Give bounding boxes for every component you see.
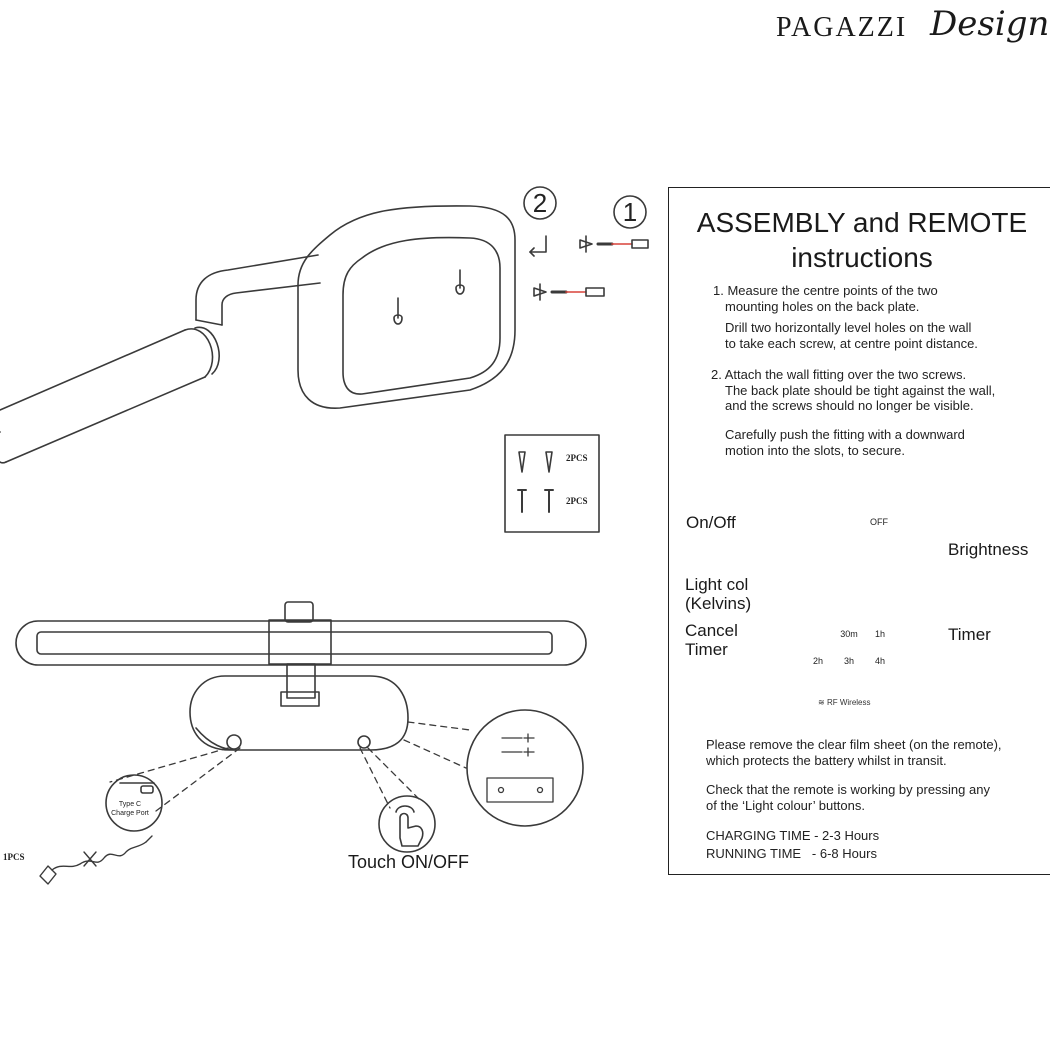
screw-icon: [517, 489, 554, 513]
hardware-qty-screws: 2PCS: [566, 496, 588, 506]
hardware-qty-anchors: 2PCS: [566, 453, 588, 463]
remote-3h-button[interactable]: 3h: [843, 656, 854, 666]
label-light-colour: Light col (Kelvins): [685, 575, 752, 613]
step-1-circle: [613, 195, 647, 229]
brand-logo: PAGAZZI: [776, 12, 908, 43]
step-number-2: 2: [532, 188, 548, 218]
cable-qty-label: 1PCS: [3, 852, 25, 862]
label-timer: Timer: [948, 625, 991, 644]
step-2-text: 2. Attach the wall fitting over the two …: [711, 367, 996, 413]
label-on-off: On/Off: [686, 513, 736, 532]
touch-button-magnifier: [378, 795, 436, 853]
label-brightness: Brightness: [948, 540, 1029, 559]
remote-2h-button[interactable]: 2h: [812, 656, 823, 666]
note-remote-check: Check that the remote is working by pres…: [706, 782, 990, 813]
touch-on-off-label: Touch ON/OFF: [348, 852, 470, 872]
remote-1h-button[interactable]: 1h: [874, 629, 885, 639]
remote-4h-button[interactable]: 4h: [874, 656, 885, 666]
usb-cable-icon: [39, 835, 153, 885]
type-c-label: Type C Charge Port: [111, 801, 149, 817]
wall-anchor-icon: [518, 451, 553, 473]
step-number-1: 1: [622, 197, 638, 227]
step-1-detail: Drill two horizontally level holes on th…: [725, 320, 978, 351]
wifi-icon: ≋: [818, 698, 827, 707]
remote-30m-button[interactable]: 30m: [840, 629, 858, 639]
step-2-detail: Carefully push the fitting with a downwa…: [725, 427, 965, 458]
step-2-circle: [523, 186, 557, 220]
instructions-panel: [668, 187, 1050, 875]
lamp-perspective-drawing: [0, 205, 516, 464]
lamp-front-view: [15, 601, 587, 751]
remote-on-button[interactable]: ON: [810, 518, 824, 528]
remote-off-button[interactable]: OFF: [870, 517, 888, 527]
anchor-screw-icon: [579, 235, 649, 253]
arrow-icon: [529, 235, 547, 253]
label-cancel-timer: Cancel Timer: [685, 621, 738, 659]
wall-plate-magnifier: [466, 709, 584, 827]
step-1-text: 1. Measure the centre points of the two …: [713, 283, 938, 314]
hardware-box: [504, 434, 600, 533]
brand-logo-script: Design: [930, 4, 1050, 44]
panel-title: ASSEMBLY and REMOTE instructions: [696, 207, 1028, 273]
type-c-port-magnifier: [105, 774, 163, 832]
note-film: Please remove the clear film sheet (on t…: [706, 737, 1002, 768]
remote-rf-label: ≋ RF Wireless: [818, 698, 871, 707]
anchor-screw-icon: [533, 283, 605, 301]
charging-running-times: CHARGING TIME - 2-3 Hours RUNNING TIME -…: [706, 828, 880, 861]
